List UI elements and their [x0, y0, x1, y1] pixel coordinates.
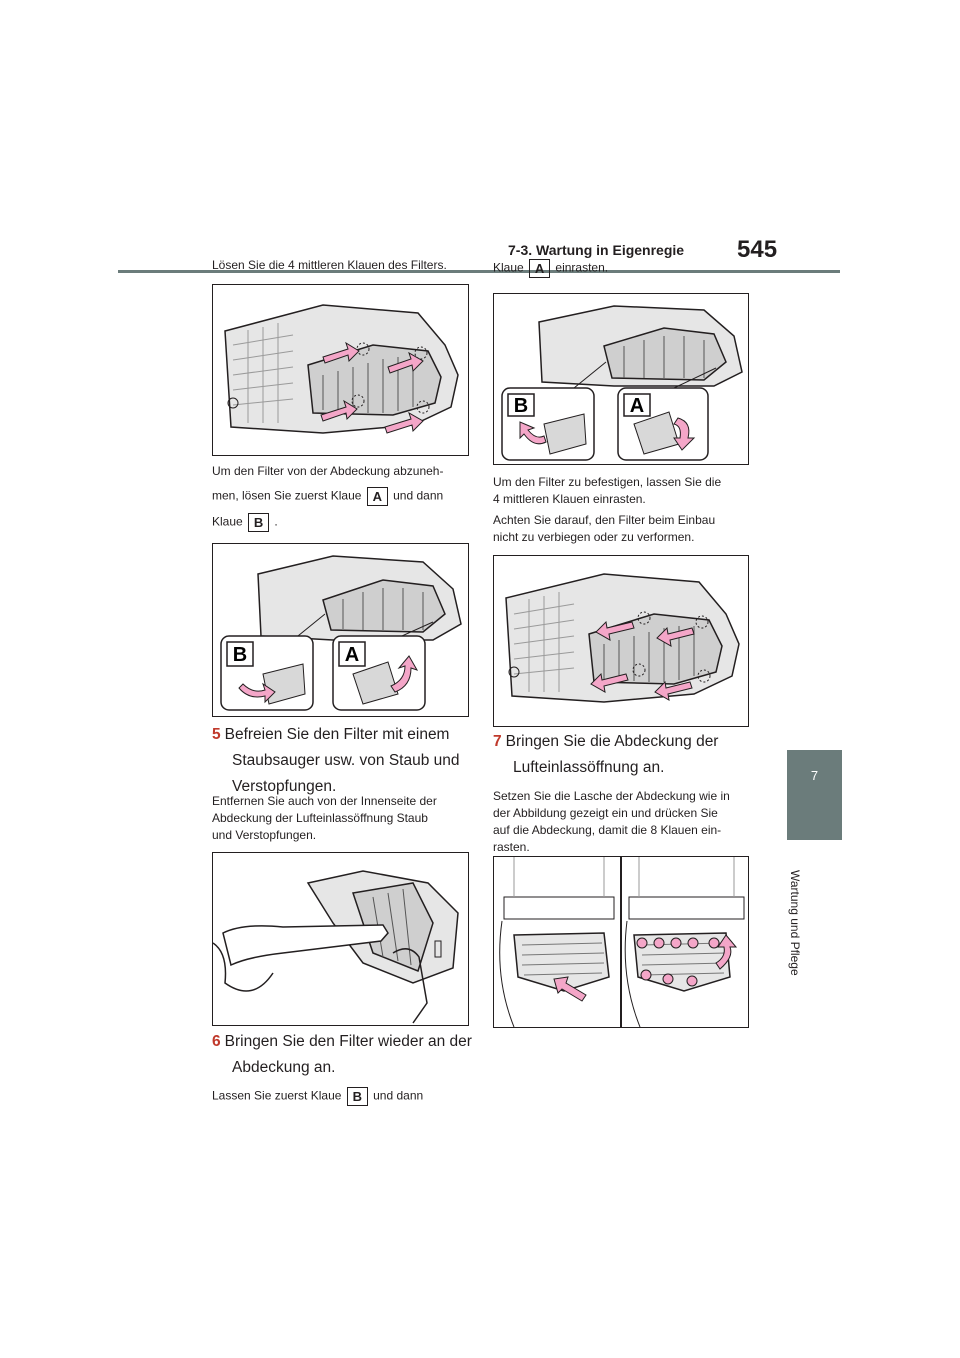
vacuum-cleaning-illustration — [213, 870, 459, 1024]
fig2-label-a: A — [345, 644, 359, 666]
right-para-1b: einrasten. — [555, 260, 609, 275]
step-5-line-1: Befreien Sie den Filter mit einem — [224, 726, 450, 743]
chapter-title: Wartung und Pflege — [788, 870, 802, 976]
right-para-3-line-1: Achten Sie darauf, den Filter beim Einba… — [493, 513, 716, 527]
left-para-2b-text: men, lösen Sie zuerst Klaue — [212, 488, 362, 503]
figure-claws-a-b: B A — [212, 543, 469, 717]
fig4-label-a: A — [630, 395, 644, 417]
left-para-2a: Um den Filter von der Abdeckung abzuneh- — [212, 464, 444, 478]
chapter-tab: 7 — [787, 750, 842, 840]
left-para-3: Entfernen Sie auch von der Innenseite de… — [212, 793, 437, 844]
step-6-line-1: Bringen Sie den Filter wieder an der — [224, 1033, 472, 1050]
left-para-1: Lösen Sie die 4 mittleren Klauen des Fil… — [212, 258, 447, 272]
left-para-2e-text: . — [274, 514, 278, 529]
right-para-2: Um den Filter zu befestigen, lassen Sie … — [493, 474, 721, 508]
page-number: 545 — [737, 236, 778, 263]
right-para-4-line-2: der Abbildung gezeigt ein und drücken Si… — [493, 806, 718, 820]
right-para-3-line-2: nicht zu verbiegen oder zu verformen. — [493, 530, 695, 544]
figure-attach-claws: B A — [493, 293, 749, 465]
right-para-4-line-3: auf die Abdeckung, damit die 8 Klauen ei… — [493, 823, 722, 837]
press-claws-illustration — [505, 573, 740, 703]
figure-install-cover — [493, 856, 749, 1028]
right-para-4-line-1: Setzen Sie die Lasche der Abdeckung wie … — [493, 789, 730, 803]
step-6-number: 6 — [212, 1033, 221, 1050]
claw-detail-illustration: B A — [220, 555, 462, 711]
right-para-2-line-1: Um den Filter zu befestigen, lassen Sie … — [493, 475, 722, 489]
step-7-line-2: Lufteinlassöffnung an. — [513, 759, 665, 776]
right-para-2-line-2: 4 mittleren Klauen einrasten. — [493, 492, 646, 506]
left-para-2c-text: und dann — [393, 488, 444, 503]
attach-claws-illustration: B A — [501, 305, 743, 461]
claw-label-b: B — [248, 513, 270, 532]
filter-cover-illustration — [224, 304, 459, 434]
claw-label-a-2: A — [529, 259, 551, 278]
right-para-4-line-4: rasten. — [493, 840, 530, 854]
right-para-1: Klaue A einrasten. — [493, 259, 608, 278]
header-rule — [118, 270, 840, 273]
figure-press-claws — [493, 555, 749, 727]
claw-label-b-2: B — [346, 1087, 368, 1106]
step-6-line-2: Abdeckung an. — [232, 1059, 336, 1076]
step-7-line-1: Bringen Sie die Abdeckung der — [505, 733, 719, 750]
claw-label-a: A — [366, 487, 388, 506]
step-5-line-3: Verstopfungen. — [232, 778, 337, 795]
right-para-3: Achten Sie darauf, den Filter beim Einba… — [493, 512, 715, 546]
fig2-label-b: B — [233, 644, 247, 666]
right-para-1a: Klaue — [493, 260, 524, 275]
figure-release-claws — [212, 284, 469, 456]
left-para-3-line-3: und Verstopfungen. — [212, 828, 317, 842]
left-para-4: Lassen Sie zuerst Klaue B und dann — [212, 1087, 423, 1106]
left-para-3-line-1: Entfernen Sie auch von der Innenseite de… — [212, 794, 437, 808]
figure-vacuum — [212, 852, 469, 1026]
fig4-label-b: B — [514, 395, 528, 417]
right-para-4: Setzen Sie die Lasche der Abdeckung wie … — [493, 788, 730, 856]
left-para-4b: und dann — [373, 1088, 424, 1103]
section-title: 7-3. Wartung in Eigenregie — [508, 242, 685, 258]
left-para-2d: Klaue B . — [212, 513, 278, 532]
left-para-2d-text: Klaue — [212, 514, 243, 529]
step-7-number: 7 — [493, 733, 502, 750]
install-cover-illustration — [499, 857, 745, 1027]
step-5-line-2: Staubsauger usw. von Staub und — [232, 752, 460, 769]
left-para-4a: Lassen Sie zuerst Klaue — [212, 1088, 342, 1103]
step-5-number: 5 — [212, 726, 221, 743]
left-para-2b: men, lösen Sie zuerst Klaue A und dann — [212, 487, 443, 506]
left-para-3-line-2: Abdeckung der Lufteinlassöffnung Staub — [212, 811, 428, 825]
